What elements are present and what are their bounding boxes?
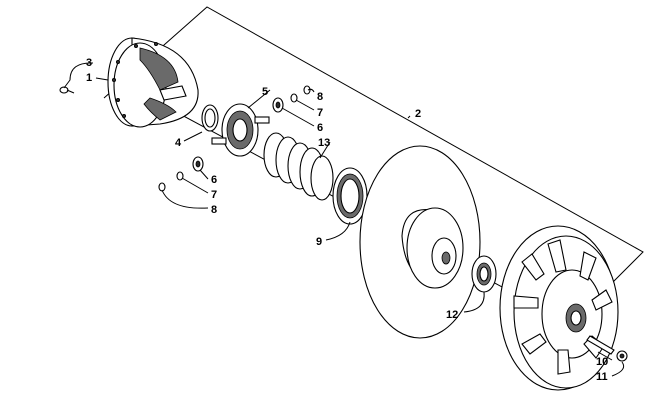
- part-hub-5: [211, 103, 270, 157]
- callout-labels: 3 1 2 4 5 8 7 6 13 6 7 8 9 12 10 11: [86, 57, 608, 383]
- part-housing-1: [107, 37, 199, 128]
- callout-9: 9: [316, 236, 322, 248]
- callout-2: 2: [415, 108, 421, 120]
- callout-10: 10: [596, 356, 608, 368]
- callout-7-upper: 7: [317, 107, 323, 119]
- part-roller-6-upper: [272, 97, 284, 113]
- callout-6-upper: 6: [317, 122, 323, 134]
- part-roller-6-lower: [192, 156, 204, 172]
- part-bolt-10: [586, 335, 615, 355]
- part-clip-8-upper: [303, 85, 311, 95]
- part-clip-8-lower: [158, 182, 166, 192]
- callout-8-lower: 8: [211, 204, 217, 216]
- part-spacer-12: [471, 255, 497, 293]
- part-washer-7-lower: [176, 171, 184, 181]
- leader-lines: [63, 62, 625, 377]
- callout-11: 11: [596, 371, 608, 383]
- callout-5: 5: [262, 86, 268, 98]
- callout-13: 13: [318, 137, 330, 149]
- part-outer-cover: [499, 225, 619, 391]
- part-sheave-disc: [359, 145, 481, 339]
- callout-8-upper: 8: [317, 91, 323, 103]
- callout-6-lower: 6: [211, 174, 217, 186]
- callout-12: 12: [446, 309, 458, 321]
- callout-4: 4: [175, 137, 182, 149]
- part-washer-7-upper: [290, 93, 298, 103]
- part-screw-3: [59, 86, 75, 94]
- part-bushing-9: [332, 167, 368, 225]
- callout-3: 3: [86, 57, 92, 69]
- part-snap-ring-4: [201, 104, 219, 132]
- part-spring-13: [263, 132, 334, 201]
- callout-1: 1: [86, 72, 92, 84]
- callout-7-lower: 7: [211, 189, 217, 201]
- part-nut-11: [616, 350, 628, 362]
